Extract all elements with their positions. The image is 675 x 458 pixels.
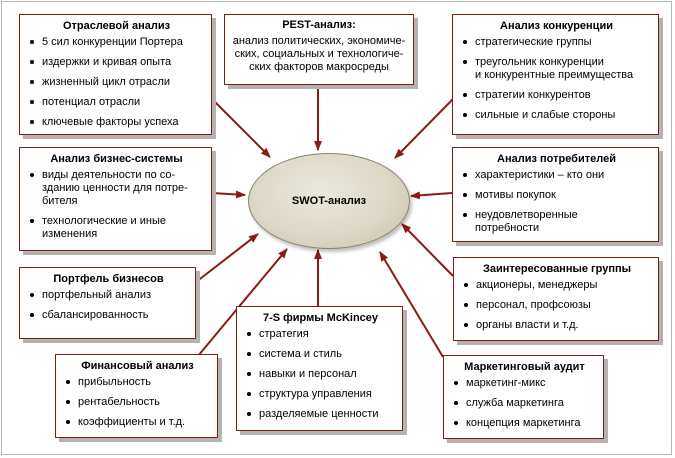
- marketing-audit-box: Маркетинговый аудит маркетинг-микс служб…: [443, 355, 604, 439]
- box-title: Финансовый анализ: [81, 360, 194, 372]
- list-item: навыки и персонал: [245, 368, 396, 381]
- arrow-business-system: [211, 190, 246, 199]
- list-item: стратегические группы: [461, 36, 652, 49]
- list-item: 5 сил конкуренции Портера: [28, 36, 205, 49]
- mckinsey-7s-box: 7-S фирмы McKincey стратегия система и с…: [236, 306, 403, 431]
- list-item: акционеры, менеджеры: [462, 279, 652, 292]
- list-item: неудовлетворенные потребности: [461, 209, 652, 235]
- box-title: Отраслевой анализ: [62, 20, 171, 32]
- list-item: жизненный цикл отрасли: [28, 76, 205, 89]
- list-item: издержки и кривая опыта: [28, 56, 205, 69]
- list-item: сильные и слабые стороны: [461, 109, 652, 122]
- list-item: технологические и иные изменения: [28, 215, 205, 241]
- description-line: анализ политических, экономиче-: [232, 35, 406, 47]
- description-line: ских, социальных и технологиче-: [234, 48, 404, 60]
- list-item: портфельный анализ: [28, 289, 189, 302]
- pest-analysis-box: PEST-анализ: анализ политических, эконом…: [224, 14, 414, 85]
- arrow-competition: [394, 98, 454, 159]
- list-item: треугольник конкуренции и конкурентные п…: [461, 56, 652, 82]
- arrow-marketing-audit: [379, 251, 444, 358]
- list-item: стратегии конкурентов: [461, 89, 652, 102]
- list-item: разделяемые ценности: [245, 408, 396, 421]
- box-title: Анализ потребителей: [497, 153, 616, 165]
- list-item: структура управления: [245, 388, 396, 401]
- competition-analysis-box: Анализ конкуренции стратегические группы…: [452, 14, 659, 135]
- list-item: рентабельность: [64, 396, 211, 409]
- box-title: Портфель бизнесов: [53, 273, 164, 285]
- list-item: мотивы покупок: [461, 189, 652, 202]
- list-item: маркетинг-микс: [452, 377, 597, 390]
- business-system-analysis-box: Анализ бизнес-системы виды деятельности …: [19, 147, 212, 251]
- business-portfolio-box: Портфель бизнесов портфельный анализ сба…: [19, 267, 196, 339]
- box-description: анализ политических, экономиче- ских, со…: [229, 35, 409, 74]
- list-item: служба маркетинга: [452, 397, 597, 410]
- list-item: сбалансированность: [28, 309, 189, 322]
- arrow-consumers: [410, 191, 453, 200]
- list-item: ключевые факторы успеха: [28, 116, 205, 129]
- list-item: система и стиль: [245, 348, 396, 361]
- description-line: ских факторов макросреды: [249, 61, 389, 73]
- list-item: прибыльность: [64, 376, 211, 389]
- box-title: 7-S фирмы McKincey: [262, 312, 379, 324]
- box-title: Заинтересованные группы: [483, 263, 631, 275]
- consumer-analysis-box: Анализ потребителей характеристики – кто…: [452, 147, 659, 242]
- box-title: Анализ бизнес-системы: [50, 153, 183, 165]
- list-item: коэффициенты и т.д.: [64, 416, 211, 429]
- arrow-stakeholders: [401, 223, 454, 277]
- swot-analysis-ellipse: SWOT-анализ: [248, 153, 410, 249]
- swot-label: SWOT-анализ: [291, 195, 367, 207]
- arrow-portfolio: [195, 233, 259, 283]
- arrow-financial: [197, 248, 288, 357]
- list-item: характеристики – кто они: [461, 169, 652, 182]
- list-item: органы власти и т.д.: [462, 319, 652, 332]
- list-item: потенциал отрасли: [28, 96, 205, 109]
- list-item: концепция маркетинга: [452, 417, 597, 430]
- arrow-industry: [211, 98, 271, 158]
- list-item: стратегия: [245, 328, 396, 341]
- box-title: Маркетинговый аудит: [464, 361, 585, 373]
- box-title: Анализ конкуренции: [500, 20, 613, 32]
- industry-analysis-box: Отраслевой анализ 5 сил конкуренции Порт…: [19, 14, 212, 135]
- financial-analysis-box: Финансовый анализ прибыльность рентабель…: [55, 354, 218, 438]
- list-item: персонал, профсоюзы: [462, 299, 652, 312]
- list-item: виды деятельности по со- зданию ценности…: [28, 169, 205, 208]
- stakeholder-groups-box: Заинтересованные группы акционеры, менед…: [453, 257, 659, 341]
- box-title: PEST-анализ:: [282, 19, 356, 31]
